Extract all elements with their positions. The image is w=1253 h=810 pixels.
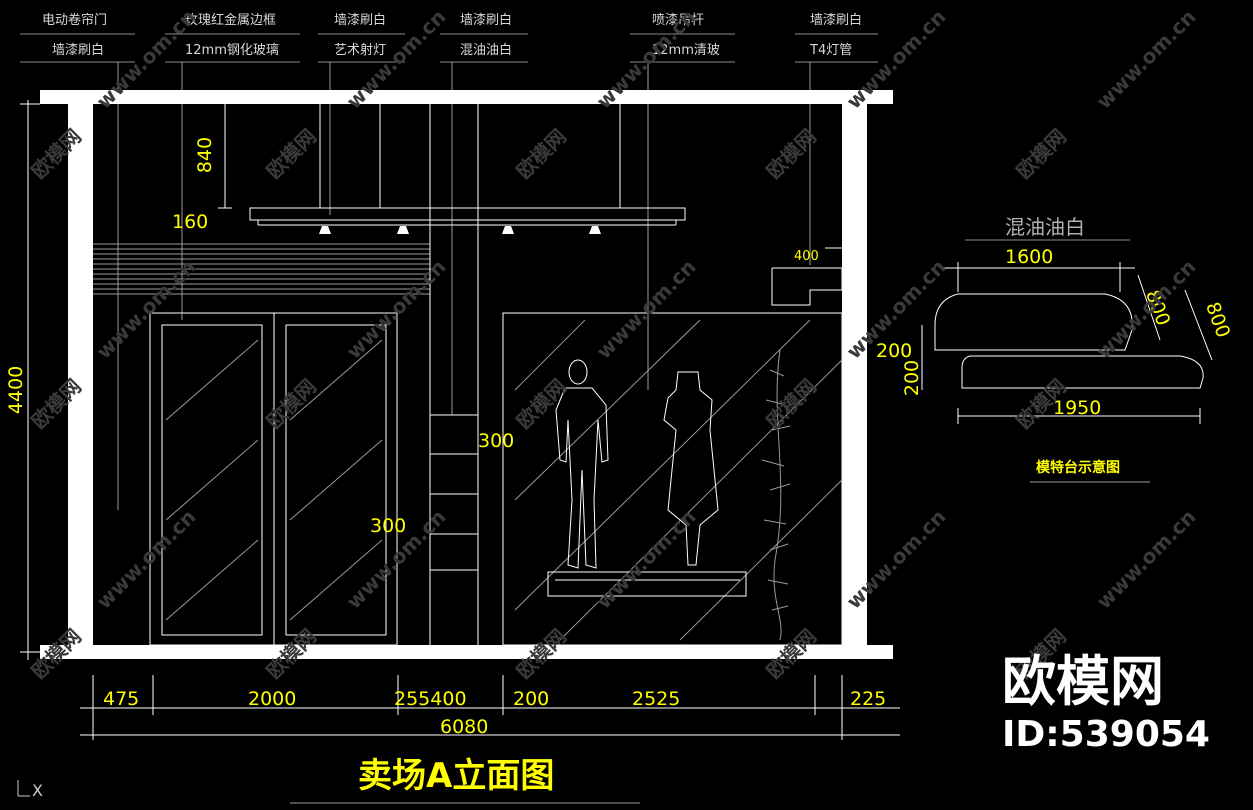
detail-h1: 200 (876, 340, 912, 362)
watermark-cn-9: 欧模网 (762, 374, 821, 433)
dim-bottom-225: 225 (850, 688, 886, 710)
callout-2-top: 玫瑰红金属边框 (185, 12, 276, 28)
callout-6-bottom: T4灯管 (809, 43, 852, 58)
site-id: ID:539054 (1002, 714, 1210, 755)
axis-x-label: X (32, 781, 43, 800)
dim-400: 400 (794, 249, 819, 264)
callout-4-bottom: 混油油白 (460, 42, 512, 58)
callout-4-top: 墙漆刷白 (460, 12, 512, 28)
watermark-cn-2: 欧模网 (262, 124, 321, 183)
watermark-cn-7: 欧模网 (262, 374, 321, 433)
callout-6-top: 墙漆刷白 (810, 12, 862, 28)
callout-labels: 电动卷帘门 墙漆刷白 玫瑰红金属边框 12mm钢化玻璃 墙漆刷白 艺术射灯 墙漆… (20, 12, 878, 63)
dim-height-total: 4400 (5, 366, 27, 414)
callout-5-bottom: 12mm清玻 (652, 43, 720, 58)
watermarks: 欧模网 欧模网 欧模网 欧模网 欧模网 欧模网 欧模网 欧模网 欧模网 欧模网 … (27, 5, 1201, 684)
site-logo: 欧模网 (1002, 650, 1164, 713)
watermark-url-7: www.om.cn (342, 255, 451, 364)
watermark-url-6: www.om.cn (92, 255, 201, 364)
watermark-cn-4: 欧模网 (762, 124, 821, 183)
wall-frame (40, 90, 893, 659)
glass-door (149, 312, 398, 646)
bottom-dimension (80, 675, 900, 740)
left-dimension (20, 100, 232, 660)
mannequin-male (555, 359, 609, 569)
detail-top-width: 1600 (1005, 246, 1053, 268)
watermark-cn-3: 欧模网 (512, 124, 571, 183)
detail-caption: 模特台示意图 (1036, 459, 1120, 476)
callout-3-top: 墙漆刷白 (334, 12, 386, 28)
watermark-url-10: www.om.cn (1092, 255, 1201, 364)
dim-bottom-2000: 2000 (248, 688, 296, 710)
detail-h2: 200 (901, 360, 923, 396)
decorative-plant (761, 349, 791, 641)
rolling-shutter (93, 243, 430, 295)
display-window (502, 312, 843, 646)
spotlights (319, 226, 601, 234)
watermark-cn-8: 欧模网 (512, 374, 571, 433)
callout-2-bottom: 12mm钢化玻璃 (185, 43, 279, 58)
dim-160: 160 (172, 211, 208, 233)
watermark-url-15: www.om.cn (1092, 505, 1201, 614)
dim-300-b: 300 (370, 515, 406, 537)
dim-bottom-200: 200 (513, 688, 549, 710)
detail-bottom-width: 1950 (1053, 397, 1101, 419)
dim-840: 840 (194, 137, 216, 173)
callout-1-top: 电动卷帘门 (42, 12, 107, 28)
ucs-axis-icon: X (17, 780, 43, 800)
dim-bottom-475: 475 (103, 688, 139, 710)
dim-bottom-2525: 2525 (632, 688, 680, 710)
ceiling-light-track (249, 104, 686, 226)
mannequin-female (663, 371, 719, 566)
pillar (429, 104, 479, 645)
watermark-url-5: www.om.cn (1092, 5, 1201, 114)
soffit-detail (771, 247, 843, 306)
drawing-title: 卖场A立面图 (358, 756, 554, 796)
dim-bottom-255400: 255400 (394, 688, 467, 710)
callout-3-bottom: 艺术射灯 (334, 42, 386, 58)
watermark-cn-5: 欧模网 (1012, 124, 1071, 183)
callout-5-top: 喷漆吊杆 (652, 12, 704, 28)
watermark-url-11: www.om.cn (92, 505, 201, 614)
detail-material: 混油油白 (1005, 215, 1085, 239)
leader-lines (117, 62, 811, 510)
dim-total-6080: 6080 (440, 716, 488, 738)
platform-detail: 混油油白 1600 1950 200 200 800 800 模特台示意图 (876, 215, 1234, 483)
callout-1-bottom: 墙漆刷白 (52, 42, 104, 58)
watermark-url-8: www.om.cn (592, 255, 701, 364)
detail-depth2: 800 (1201, 299, 1234, 341)
mannequin-platform (547, 571, 747, 597)
dim-300-a: 300 (478, 430, 514, 452)
watermark-url-13: www.om.cn (592, 505, 701, 614)
